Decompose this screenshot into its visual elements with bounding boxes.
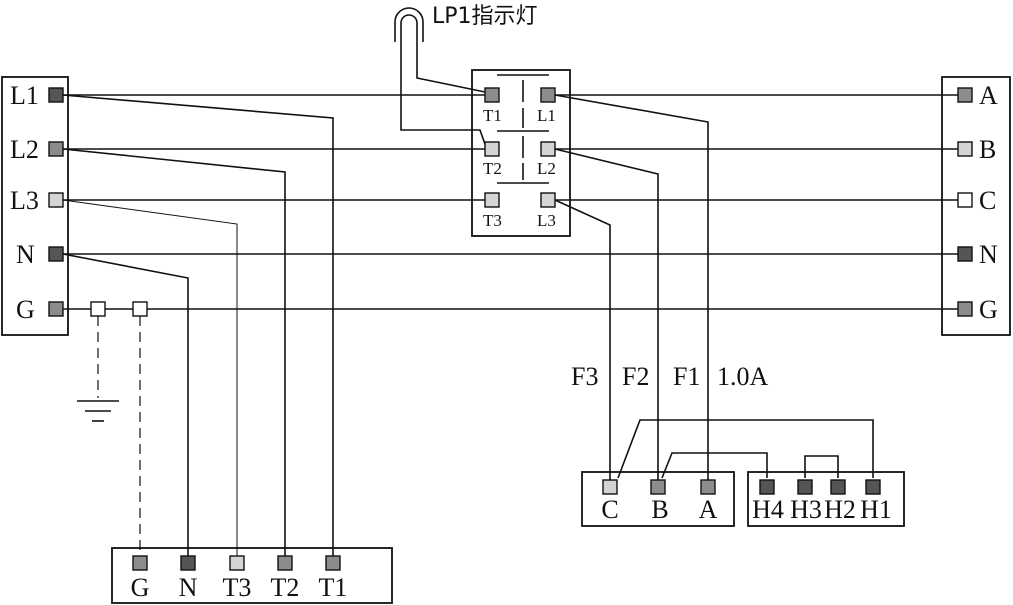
- terminal-fuse-c: [602, 479, 618, 495]
- terminal-right-c: [957, 192, 973, 208]
- bottom-label-t1: T1: [319, 573, 348, 602]
- terminal-bottom-n: [180, 555, 196, 571]
- fuse-label-c: C: [601, 495, 618, 524]
- right-label-a: A: [979, 81, 998, 110]
- heater-label-h4: H4: [752, 495, 784, 524]
- bottom-label-t2: T2: [271, 573, 300, 602]
- left-label-l2: L2: [10, 135, 39, 164]
- terminal-fuse-b: [650, 479, 666, 495]
- fuse-f1-label: F1: [673, 362, 700, 391]
- terminal-fuse-a: [700, 479, 716, 495]
- fuse-rating-label: 1.0A: [717, 362, 769, 391]
- terminal-switch-l2: [540, 141, 556, 157]
- bottom-label-t3: T3: [223, 573, 252, 602]
- terminal-left-l1: [48, 87, 64, 103]
- terminal-right-a: [957, 87, 973, 103]
- indicator-lamp: [394, 7, 487, 148]
- terminal-left-n: [48, 246, 64, 262]
- fuse-wires: [554, 94, 874, 480]
- fuse-f2-label: F2: [622, 362, 649, 391]
- right-label-c: C: [979, 186, 996, 215]
- fuse-label-a: A: [699, 495, 718, 524]
- fuse-f3-label: F3: [571, 362, 598, 391]
- branch-wires: [62, 94, 334, 556]
- heater-label-h2: H2: [824, 495, 856, 524]
- terminal-right-g: [957, 301, 973, 317]
- right-label-b: B: [979, 135, 996, 164]
- terminal-bottom-t2: [277, 555, 293, 571]
- ground-tap-terminal-1: [90, 301, 106, 317]
- right-terminal-block: [941, 76, 1011, 336]
- bottom-label-n: N: [179, 573, 198, 602]
- left-label-l3: L3: [10, 186, 39, 215]
- terminal-heater-h4: [759, 479, 775, 495]
- terminal-switch-l1: [540, 87, 556, 103]
- terminal-right-b: [957, 141, 973, 157]
- left-label-g: G: [16, 295, 35, 324]
- terminal-bottom-t3: [229, 555, 245, 571]
- main-wires: [63, 94, 958, 310]
- switch-label-t3: T3: [483, 211, 502, 230]
- terminal-switch-t3: [484, 192, 500, 208]
- fuse-label-b: B: [651, 495, 668, 524]
- terminal-left-l2: [48, 141, 64, 157]
- terminal-switch-l3: [540, 192, 556, 208]
- heater-terminal-block: [747, 471, 905, 527]
- ground-icon: [77, 400, 119, 422]
- terminal-left-l3: [48, 192, 64, 208]
- heater-label-h3: H3: [790, 495, 822, 524]
- lamp-label: LP1指示灯: [432, 4, 538, 29]
- left-label-l1: L1: [10, 81, 39, 110]
- switch-label-l2: L2: [537, 159, 556, 178]
- terminal-switch-t1: [484, 87, 500, 103]
- switch-label-l3: L3: [537, 211, 556, 230]
- terminal-right-n: [957, 246, 973, 262]
- bottom-label-g: G: [131, 573, 150, 602]
- terminal-heater-h2: [830, 479, 846, 495]
- switch-label-t2: T2: [483, 159, 502, 178]
- switch-label-t1: T1: [483, 106, 502, 125]
- left-terminal-block: [1, 76, 69, 336]
- terminal-heater-h1: [865, 479, 881, 495]
- right-label-g: G: [979, 295, 998, 324]
- terminal-bottom-t1: [325, 555, 341, 571]
- terminal-bottom-g: [132, 555, 148, 571]
- switch-label-l1: L1: [537, 106, 556, 125]
- ground-tap-terminal-2: [132, 301, 148, 317]
- switch-contacts: [497, 74, 549, 184]
- left-label-n: N: [16, 240, 35, 269]
- heater-label-h1: H1: [860, 495, 892, 524]
- bottom-terminal-block: [111, 547, 393, 604]
- terminal-left-g: [48, 301, 64, 317]
- right-label-n: N: [979, 240, 998, 269]
- terminal-heater-h3: [797, 479, 813, 495]
- terminal-switch-t2: [484, 141, 500, 157]
